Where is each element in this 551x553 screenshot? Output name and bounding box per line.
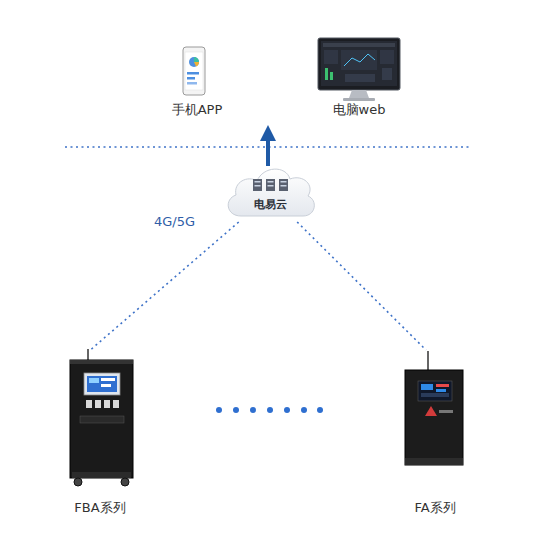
network-label: 4G/5G <box>154 214 195 229</box>
server-icon <box>279 179 288 191</box>
server-slot <box>255 181 261 183</box>
device-node: FBA系列 <box>60 350 140 516</box>
ellipsis-dots <box>216 407 323 413</box>
server-slot <box>268 185 274 187</box>
upload-arrow <box>266 133 270 166</box>
server-slot <box>268 181 274 183</box>
node-label: FA系列 <box>414 500 455 516</box>
server-icon <box>266 179 275 191</box>
web-client: 电脑web <box>310 34 408 118</box>
wireless-link <box>90 222 238 350</box>
node-label: 电易云 <box>254 197 287 222</box>
cloud-shape <box>223 162 317 222</box>
phone-icon <box>183 47 205 95</box>
fa-box <box>405 351 463 465</box>
node-label: 手机APP <box>172 102 223 118</box>
cloud-node: 电易云 <box>223 162 317 222</box>
server-icon <box>253 179 262 191</box>
app-client: 手机APP <box>155 42 239 118</box>
monitor-icon <box>318 38 400 101</box>
server-slot <box>255 185 261 187</box>
node-label: FBA系列 <box>74 500 125 516</box>
fba-cabinet <box>70 349 133 486</box>
node-label: 电脑web <box>333 102 386 118</box>
server-slot <box>281 185 287 187</box>
wireless-link <box>297 222 426 350</box>
device-node: FA系列 <box>396 350 474 516</box>
server-slot <box>281 181 287 183</box>
